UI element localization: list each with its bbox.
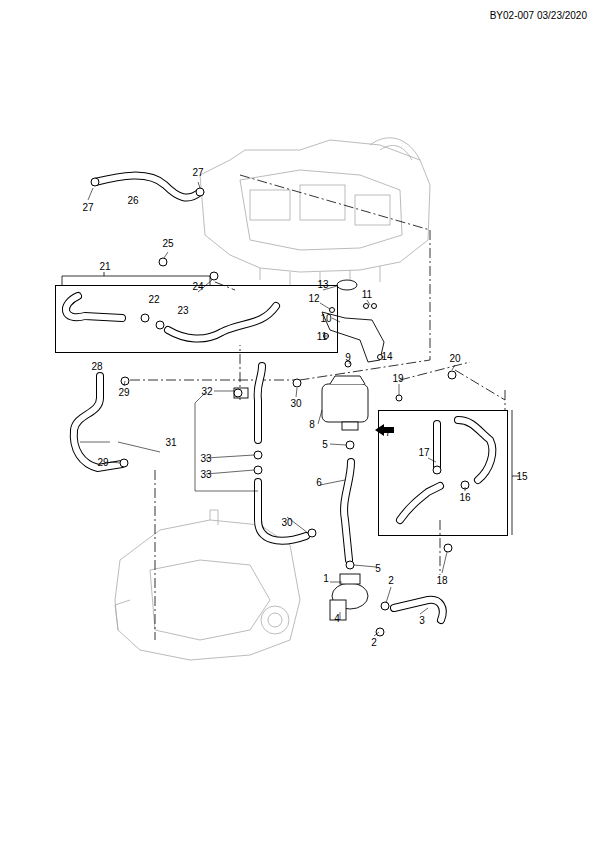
hose-core — [400, 486, 440, 520]
hose-core — [394, 600, 443, 620]
callout-number: 25 — [161, 238, 174, 249]
callout-number: 3 — [418, 615, 426, 626]
reservoir — [322, 384, 368, 422]
callout-number: 6 — [315, 477, 323, 488]
callout-number: 29 — [96, 457, 109, 468]
callout-number: 5 — [374, 563, 382, 574]
callout-number: 10 — [319, 313, 332, 324]
hose-core — [66, 296, 122, 318]
callout-number: 32 — [200, 386, 213, 397]
clamps — [91, 178, 469, 636]
drive-unit — [115, 510, 300, 660]
callout-number: 1 — [322, 573, 330, 584]
power-electronics — [200, 138, 430, 286]
group-number: 15 — [516, 471, 527, 482]
hose-core — [458, 420, 492, 480]
hose-core — [434, 424, 440, 470]
group-box: 21 — [55, 285, 338, 353]
hose-core — [258, 366, 262, 440]
callout-number: 11 — [361, 289, 373, 300]
callout-number: 23 — [176, 305, 189, 316]
callout-number: 27 — [191, 167, 204, 178]
group-number: 21 — [99, 261, 110, 272]
callout-number: 17 — [417, 447, 430, 458]
callout-number: 5 — [321, 439, 329, 450]
callout-number: 29 — [117, 387, 130, 398]
hose-core — [344, 462, 351, 560]
callout-number: 16 — [458, 492, 471, 503]
callout-number: 4 — [333, 613, 341, 624]
group-box: 15 — [378, 410, 508, 536]
callout-number: 26 — [126, 195, 139, 206]
group-brackets — [62, 272, 520, 535]
cap — [337, 280, 357, 290]
callout-number: 19 — [391, 373, 404, 384]
coolant-hoses — [66, 176, 492, 620]
drawing-id: BY02-007 03/23/2020 — [489, 10, 588, 21]
hose-core — [95, 176, 200, 198]
callout-number: 2 — [370, 637, 378, 648]
callout-number: 11 — [316, 331, 328, 342]
callout-number: 33 — [199, 469, 212, 480]
callout-number: 14 — [380, 351, 393, 362]
callout-number: 2 — [387, 575, 395, 586]
callout-number: 28 — [90, 361, 103, 372]
callout-number: 18 — [435, 575, 448, 586]
callout-number: 30 — [280, 517, 293, 528]
hose-core — [258, 482, 306, 541]
dash-dot-lines — [130, 175, 505, 640]
callout-number: 13 — [316, 279, 329, 290]
callout-number: 31 — [164, 437, 177, 448]
leader-lines — [80, 182, 465, 636]
parts — [234, 280, 384, 620]
hose-core — [74, 376, 122, 468]
callout-number: 9 — [344, 352, 352, 363]
callout-number: 8 — [308, 419, 316, 430]
callout-number: 20 — [448, 353, 461, 364]
callout-number: 24 — [191, 281, 204, 292]
callout-number: 22 — [147, 294, 160, 305]
callout-number: 33 — [199, 453, 212, 464]
callout-number: 7 — [384, 427, 392, 438]
callout-number: 30 — [289, 398, 302, 409]
callout-number: 12 — [307, 293, 320, 304]
callout-number: 27 — [81, 202, 94, 213]
